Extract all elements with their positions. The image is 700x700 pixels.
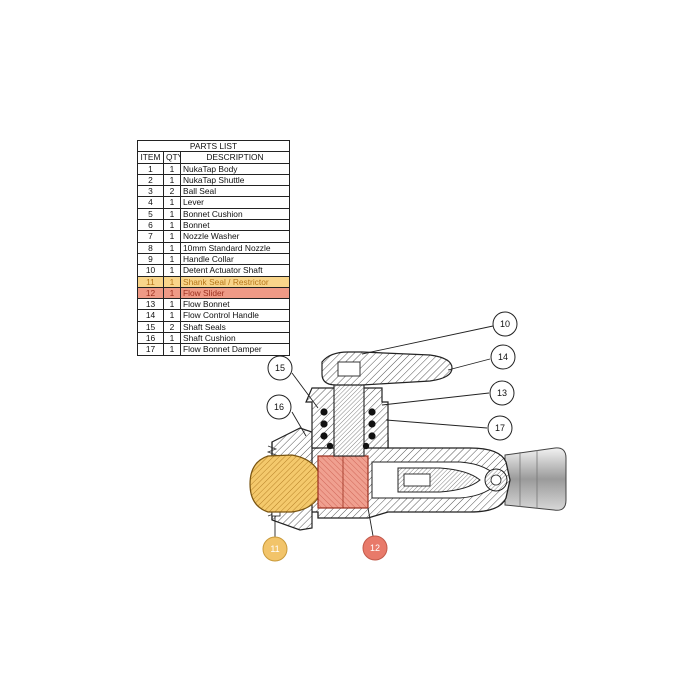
shank-seal-restrictor bbox=[249, 454, 323, 513]
callout-16-label: 16 bbox=[274, 402, 284, 412]
leader-lines bbox=[274, 325, 494, 548]
parts-cell-qty: 1 bbox=[163, 309, 181, 322]
callout-11: 11 bbox=[262, 536, 288, 562]
callout-12-label: 12 bbox=[370, 543, 380, 553]
parts-cell-description: Shaft Cushion bbox=[180, 332, 290, 345]
callout-13-label: 13 bbox=[497, 388, 507, 398]
parts-cell-item: 2 bbox=[137, 173, 164, 187]
callout-16: 16 bbox=[266, 394, 292, 420]
parts-cell-description: NukaTap Shuttle bbox=[180, 173, 290, 187]
parts-cell-description: Detent Actuator Shaft bbox=[180, 264, 290, 277]
callout-10: 10 bbox=[492, 311, 518, 337]
shaft-seals bbox=[320, 408, 376, 450]
parts-cell-item: 17 bbox=[137, 343, 164, 356]
callout-14: 14 bbox=[490, 344, 516, 370]
callout-12: 12 bbox=[362, 535, 388, 561]
parts-cell-qty: 1 bbox=[163, 252, 181, 266]
parts-cell-description: NukaTap Body bbox=[180, 162, 290, 175]
parts-cell-qty: 1 bbox=[163, 196, 181, 209]
callout-11-label: 11 bbox=[270, 544, 279, 554]
parts-cell-item: 12 bbox=[137, 286, 164, 300]
callout-15-label: 15 bbox=[275, 363, 285, 373]
parts-cell-item: 9 bbox=[137, 252, 164, 266]
parts-cell-description: Shank Seal / Restrictor bbox=[180, 275, 290, 288]
parts-cell-description: Flow Control Handle bbox=[180, 309, 290, 322]
parts-cell-description: 10mm Standard Nozzle bbox=[180, 241, 290, 254]
parts-cell-qty: 2 bbox=[163, 320, 181, 334]
header-item: ITEM bbox=[137, 151, 164, 164]
parts-cell-description: Flow Bonnet bbox=[180, 298, 290, 311]
parts-cell-description: Flow Bonnet Damper bbox=[180, 343, 290, 356]
header-description: DESCRIPTION bbox=[180, 151, 290, 164]
callout-10-label: 10 bbox=[500, 319, 510, 329]
callout-15: 15 bbox=[267, 355, 293, 381]
flow-control-handle bbox=[321, 351, 453, 386]
parts-cell-qty: 1 bbox=[163, 162, 181, 175]
parts-cell-item: 11 bbox=[137, 275, 164, 288]
callout-14-label: 14 bbox=[498, 352, 508, 362]
callout-17: 17 bbox=[487, 415, 513, 441]
parts-cell-qty: 1 bbox=[163, 286, 181, 300]
parts-cell-qty: 1 bbox=[163, 343, 181, 356]
parts-cell-description: Nozzle Washer bbox=[180, 230, 290, 243]
parts-list-title: PARTS LIST bbox=[137, 139, 290, 153]
parts-cell-qty: 1 bbox=[163, 275, 181, 288]
parts-cell-description: Bonnet Cushion bbox=[180, 207, 290, 221]
nozzle bbox=[504, 447, 567, 511]
parts-cell-item: 13 bbox=[137, 298, 164, 311]
parts-cell-qty: 2 bbox=[163, 185, 181, 198]
callout-13: 13 bbox=[489, 380, 515, 406]
parts-cell-item: 10 bbox=[137, 264, 164, 277]
parts-list-table: PARTS LIST ITEM QTY DESCRIPTION 11NukaTa… bbox=[137, 139, 290, 356]
header-qty: QTY bbox=[163, 151, 181, 164]
callout-17-label: 17 bbox=[495, 423, 505, 433]
